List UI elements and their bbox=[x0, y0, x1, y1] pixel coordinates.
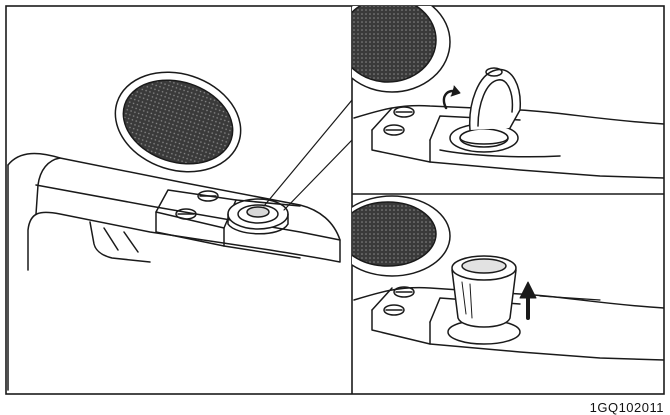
panel-lid-open bbox=[352, 6, 664, 179]
callout-lines bbox=[263, 99, 352, 211]
speaker-grille-icon bbox=[352, 195, 451, 277]
door-armrest bbox=[7, 152, 341, 391]
figure-caption: 1GQ102011 bbox=[589, 400, 664, 415]
panel-overview bbox=[7, 71, 352, 391]
arrow-up-icon bbox=[519, 281, 537, 320]
speaker-grille-icon bbox=[352, 6, 451, 93]
panel-frame bbox=[5, 5, 665, 395]
speaker-grille-icon bbox=[114, 71, 242, 173]
ashtray-cup-icon bbox=[447, 255, 521, 345]
ashtray-lid-icon bbox=[227, 198, 289, 235]
ashtray-open-icon bbox=[442, 67, 521, 153]
panel-cup-removed bbox=[352, 195, 664, 361]
